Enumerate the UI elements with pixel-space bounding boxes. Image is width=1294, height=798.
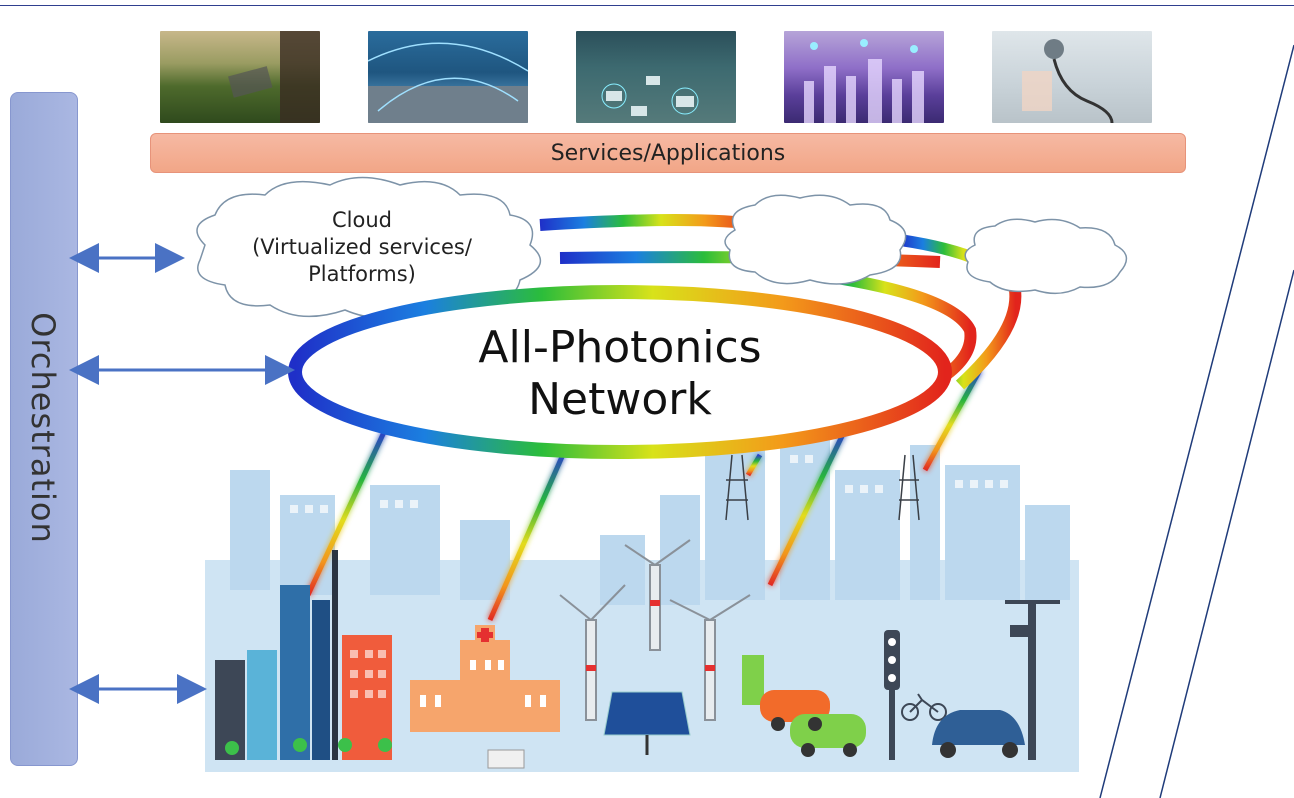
agriculture-photo (160, 31, 320, 123)
cloud-main (196, 176, 542, 319)
autonomous-traffic-photo (576, 31, 736, 123)
ev-charging-cars (742, 655, 866, 757)
cloud-label: Cloud (Virtualized services/ Platforms) (252, 208, 472, 286)
cloud-secondary (724, 194, 907, 285)
bicycle (901, 693, 947, 721)
autonomous-car (932, 710, 1025, 758)
top-border-line (0, 5, 1294, 6)
traffic-light (884, 630, 900, 760)
street-lamp-camera (1005, 600, 1060, 760)
medical-photo (992, 31, 1152, 123)
all-photonics-network-label: All-Photonics Network (478, 322, 762, 425)
smart-city-photo (784, 31, 944, 123)
services-label: Services/Applications (550, 140, 786, 166)
wind-turbines (559, 539, 751, 721)
orchestration-arrows (69, 243, 295, 704)
decorative-slash (1099, 44, 1294, 798)
office-buildings (215, 550, 392, 760)
cell-towers (725, 454, 920, 521)
photonic-links (305, 368, 983, 622)
port-city-photo (368, 31, 528, 123)
all-photonics-ring (288, 285, 952, 459)
cloud-tertiary (964, 218, 1128, 295)
hospital-building (410, 625, 560, 769)
services-applications-bar: Services/Applications (150, 133, 1186, 173)
orchestration-bar (10, 92, 78, 766)
solar-panel (603, 691, 691, 755)
